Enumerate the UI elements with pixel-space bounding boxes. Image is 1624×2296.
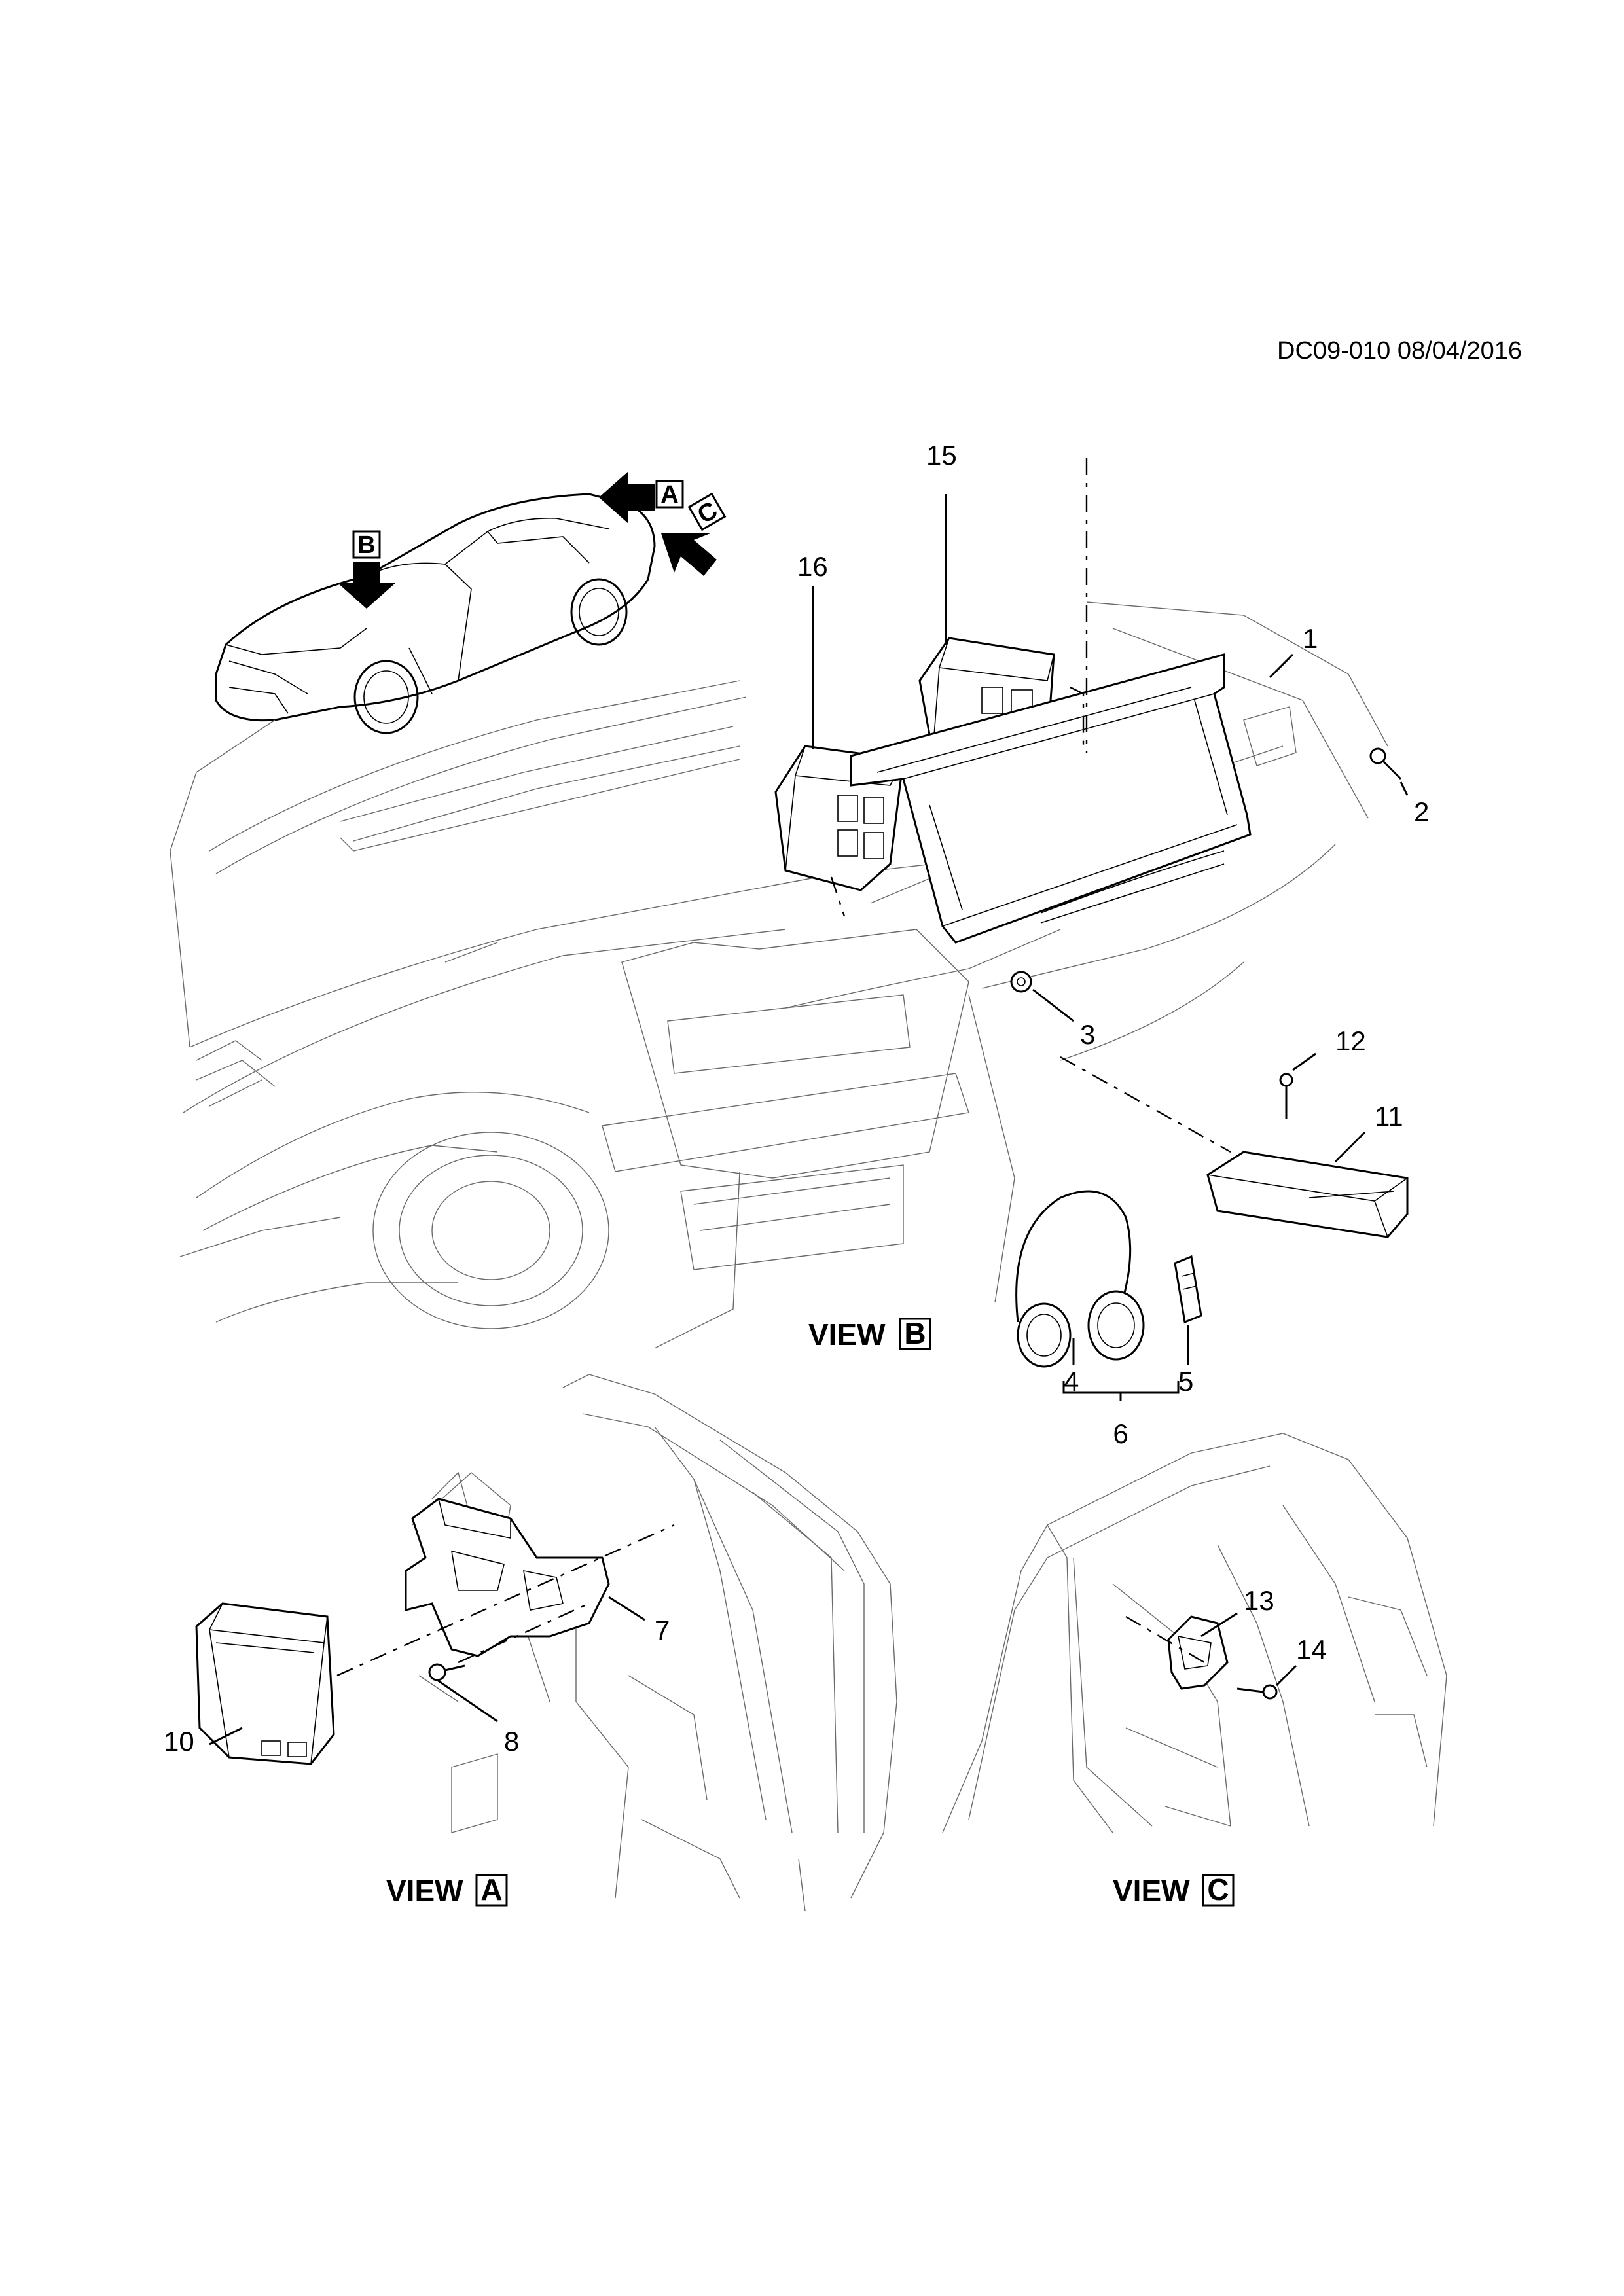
part-14-screw (1236, 1684, 1278, 1700)
view-a-label: VIEW A (386, 1873, 508, 1908)
dash-15-1 (1070, 686, 1085, 746)
part-3-nut (1010, 971, 1032, 993)
view-c-background (942, 1433, 1447, 1833)
part-4-headphones (1015, 1190, 1145, 1368)
dash-16 (830, 876, 846, 917)
dash-8 (458, 1602, 590, 1664)
dash-10 (336, 1524, 675, 1677)
view-a-background (412, 1374, 897, 1912)
leader-10 (209, 1727, 243, 1746)
view-a-letter: A (480, 1873, 502, 1907)
view-b-letter: B (904, 1316, 926, 1350)
view-b-prefix: VIEW (808, 1318, 886, 1352)
callout-15: 15 (926, 440, 957, 471)
kit-bracket (1062, 1381, 1180, 1401)
callout-12: 12 (1335, 1026, 1366, 1056)
part-1-bracket (850, 653, 1252, 944)
view-b-label: VIEW B (808, 1316, 931, 1352)
part-13-bracket (1167, 1615, 1229, 1690)
callout-4: 4 (1064, 1366, 1079, 1397)
callout-5: 5 (1178, 1366, 1193, 1397)
view-c-letter: C (1207, 1873, 1229, 1907)
leader-7 (608, 1596, 645, 1621)
dash-11 (1060, 1056, 1231, 1153)
callout-7: 7 (655, 1615, 670, 1645)
arrow-label-a: A (660, 481, 678, 509)
arrow-view-a: A (599, 471, 684, 524)
arrow-view-c: C (661, 492, 727, 576)
vehicle-overview (215, 493, 656, 734)
callout-16: 16 (797, 551, 828, 582)
leader-12 (1292, 1052, 1316, 1071)
leader-2 (1399, 781, 1409, 796)
leader-14 (1275, 1664, 1297, 1687)
callout-13: 13 (1244, 1585, 1274, 1616)
callout-3: 3 (1080, 1019, 1095, 1050)
part-5-remote (1174, 1255, 1202, 1324)
view-c-label: VIEW C (1113, 1873, 1235, 1908)
callout-10: 10 (164, 1726, 194, 1757)
part-7-bracket (405, 1498, 610, 1657)
callout-6: 6 (1113, 1418, 1128, 1449)
callout-8: 8 (504, 1726, 519, 1757)
drawing-code: DC09-010 08/04/2016 (1277, 337, 1522, 365)
leader-8 (437, 1679, 498, 1723)
callout-14: 14 (1296, 1634, 1327, 1665)
part-12-screw (1279, 1073, 1293, 1119)
dash-13 (1125, 1615, 1205, 1664)
part-2-screw (1369, 747, 1402, 780)
arrow-view-b: B (337, 530, 396, 609)
callout-1: 1 (1303, 623, 1318, 654)
arrow-label-b: B (357, 531, 375, 559)
dashboard-background (170, 601, 1388, 1349)
callout-2: 2 (1414, 797, 1429, 827)
leader-1 (1269, 653, 1294, 679)
part-8-screw (428, 1663, 465, 1681)
view-a-prefix: VIEW (386, 1874, 463, 1908)
leader-3 (1032, 988, 1074, 1022)
leader-13 (1200, 1612, 1238, 1638)
callout-11: 11 (1375, 1101, 1403, 1132)
leader-11 (1334, 1131, 1366, 1163)
view-c-prefix: VIEW (1113, 1874, 1190, 1908)
part-11-player (1206, 1151, 1409, 1238)
